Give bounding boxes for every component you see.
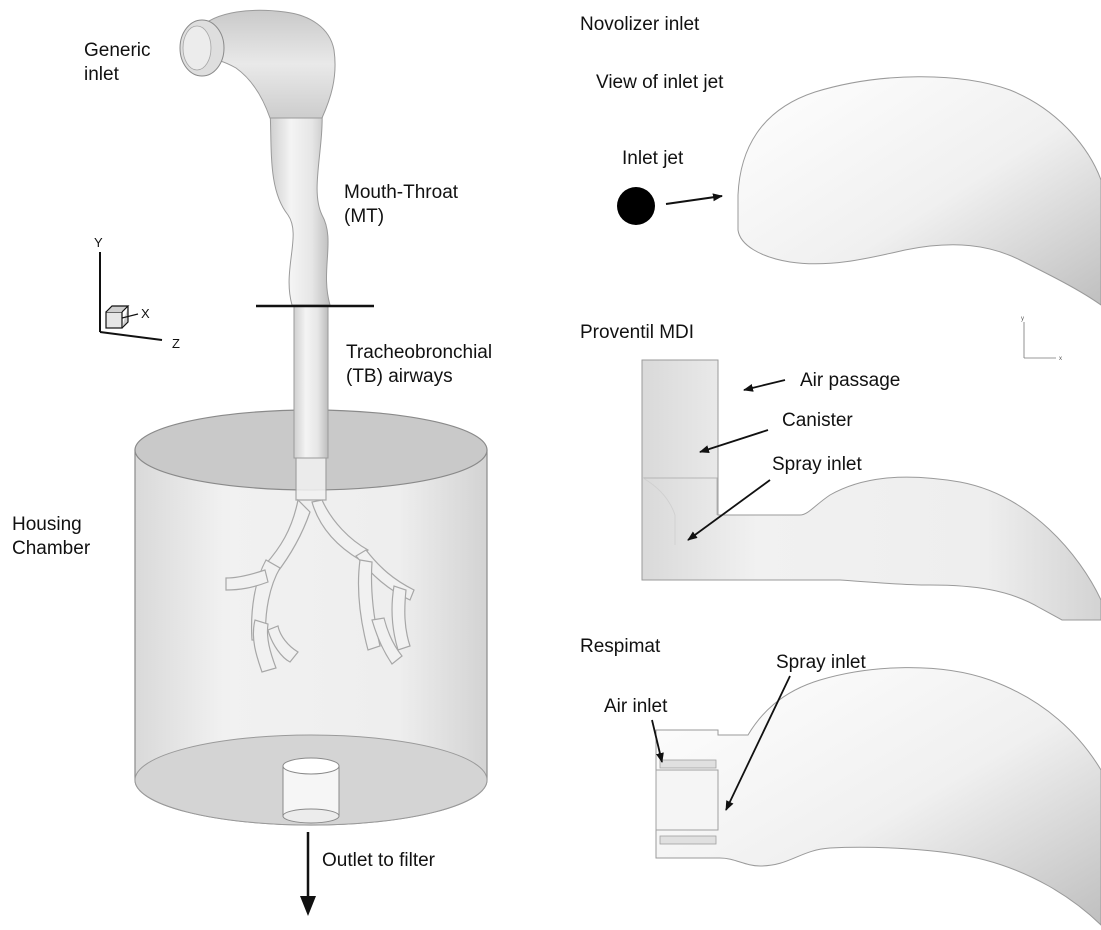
mouth-throat-label-line2: (MT): [344, 206, 384, 227]
inlet-jet-arrow: [666, 196, 722, 204]
tracheobronchial-label-line1: Tracheobronchial: [346, 342, 492, 363]
novolizer-title: Novolizer inlet: [580, 14, 700, 35]
axis-z-label: Z: [172, 336, 180, 351]
axis-y-label: Y: [94, 235, 103, 250]
axis-cube-icon: [106, 312, 122, 328]
respimat-title: Respimat: [580, 636, 661, 657]
respimat-spray-inlet-label: Spray inlet: [776, 652, 866, 673]
generic-inlet-label-line2: inlet: [84, 64, 120, 85]
air-passage-label: Air passage: [800, 370, 900, 391]
generic-inlet-label-line1: Generic: [84, 40, 151, 61]
inlet-jet-marker: [617, 187, 655, 225]
proventil-mini-axes: [1024, 322, 1056, 358]
inlet-jet-label: Inlet jet: [622, 148, 684, 169]
air-inlet-label: Air inlet: [604, 696, 668, 717]
respimat-geometry: [656, 668, 1101, 925]
coordinate-axes: [100, 252, 162, 340]
tracheobronchial-label-line2: (TB) airways: [346, 366, 453, 387]
proventil-title: Proventil MDI: [580, 322, 694, 343]
outlet-pipe: [283, 758, 339, 823]
outlet-arrow: [300, 832, 316, 916]
axis-x-label: X: [141, 306, 150, 321]
proventil-spray-inlet-label: Spray inlet: [772, 454, 862, 475]
outlet-label: Outlet to filter: [322, 850, 436, 871]
canister-label: Canister: [782, 410, 853, 431]
proventil-geometry: [642, 360, 1101, 620]
mouth-throat-geometry: [198, 10, 335, 458]
housing-chamber-label-line1: Housing: [12, 514, 82, 535]
novolizer-mouth-geometry: [738, 77, 1101, 305]
generic-inlet-disc: [180, 20, 224, 76]
housing-chamber-label-line2: Chamber: [12, 538, 91, 559]
view-of-inlet-jet-label: View of inlet jet: [596, 72, 724, 93]
air-passage-arrow: [744, 380, 785, 390]
mouth-throat-label-line1: Mouth-Throat: [344, 182, 459, 203]
proventil-mini-axis-x: x: [1059, 356, 1062, 362]
proventil-mini-axis-y: y: [1021, 316, 1024, 322]
